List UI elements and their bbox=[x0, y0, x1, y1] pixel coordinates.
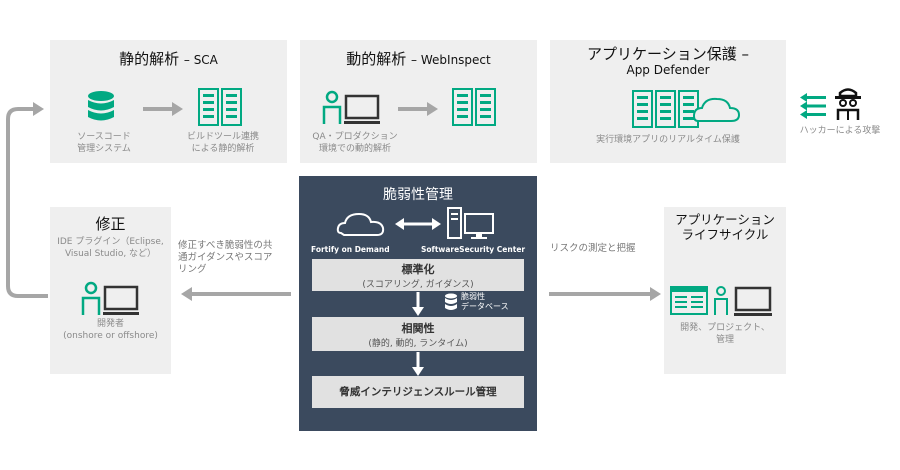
threat-intelligence-title: 脅威インテリジェンスルール管理 bbox=[339, 386, 497, 398]
cloud-icon bbox=[336, 212, 385, 236]
fix-title: 修正 bbox=[95, 215, 126, 233]
guidance-note: 修正すべき脆弱性の共 通ガイダンスやスコア リング bbox=[178, 240, 273, 275]
lifecycle-panel: アプリケーション ライフサイクル 開発、プロジェクト、 管理 bbox=[664, 207, 786, 374]
server-icon bbox=[452, 88, 496, 126]
correlation-box: 相関性 (静的, 動的, ランタイム) bbox=[312, 317, 524, 351]
correlation-subtitle: (静的, 動的, ランタイム) bbox=[368, 339, 468, 349]
database-icon bbox=[445, 293, 457, 310]
server-cloud-icon bbox=[632, 90, 741, 128]
risk-measurement-note: リスクの測定と把握 bbox=[550, 243, 636, 254]
static-analysis-subtitle: – SCA bbox=[183, 53, 218, 67]
build-integration-caption: ビルドツール連携 による静的解析 bbox=[186, 132, 259, 154]
project-board-icon bbox=[670, 286, 772, 316]
arrow-down-icon bbox=[412, 352, 424, 376]
arrow-left-to-fix bbox=[181, 287, 291, 301]
vulnerability-management-title: 脆弱性管理 bbox=[383, 187, 453, 203]
correlation-title: 相関性 bbox=[401, 322, 435, 335]
app-protection-panel: アプリケーション保護 – App Defender 実行環境アプリのリアルタイム… bbox=[550, 40, 786, 163]
fix-panel: 修正 IDE プラグイン（Eclipse, Visual Studio, など）… bbox=[50, 207, 171, 374]
workstation-icon bbox=[447, 207, 494, 239]
threat-intelligence-box: 脅威インテリジェンスルール管理 bbox=[312, 376, 524, 408]
source-control-caption: ソースコード 管理システム bbox=[77, 132, 131, 154]
standardization-box: 標準化 (スコアリング, ガイダンス) bbox=[312, 259, 524, 291]
dynamic-analysis-panel: 動的解析 – WebInspect QA・プロダクション 環境での動的解析 bbox=[300, 40, 537, 163]
hacker-attack-caption: ハッカーによる攻撃 bbox=[799, 126, 881, 136]
fortify-on-demand-label: Fortify on Demand bbox=[311, 245, 390, 254]
app-protection-subtitle: App Defender bbox=[626, 63, 710, 77]
standardization-title: 標準化 bbox=[401, 263, 435, 276]
static-analysis-title: 静的解析 bbox=[119, 50, 180, 68]
app-protection-title: アプリケーション保護 – bbox=[587, 45, 749, 63]
developer-icon bbox=[81, 281, 139, 315]
lifecycle-title: アプリケーション ライフサイクル bbox=[675, 212, 775, 242]
standardization-subtitle: (スコアリング, ガイダンス) bbox=[362, 280, 474, 290]
static-analysis-panel: 静的解析 – SCA ソースコード 管理システム ビルドツール連携 による静的解… bbox=[50, 40, 287, 163]
hacker-icon bbox=[835, 88, 861, 120]
attack-arrows-icon bbox=[800, 93, 826, 119]
user-at-computer-icon bbox=[322, 90, 380, 124]
developer-caption: 開発者 (onshore or offshore) bbox=[63, 319, 158, 341]
dynamic-analysis-caption: QA・プロダクション 環境での動的解析 bbox=[312, 132, 398, 154]
dynamic-analysis-subtitle: – WebInspect bbox=[411, 53, 491, 67]
vulnerability-database-caption: 脆弱性 データベース bbox=[461, 292, 509, 311]
lifecycle-caption: 開発、プロジェクト、 管理 bbox=[680, 323, 770, 345]
arrow-right-to-lifecycle bbox=[549, 287, 661, 301]
arrow-right-icon bbox=[143, 102, 183, 116]
dynamic-analysis-title: 動的解析 bbox=[346, 50, 407, 68]
arrow-down-icon bbox=[412, 292, 424, 316]
app-protection-caption: 実行環境アプリのリアルタイム保護 bbox=[596, 135, 740, 145]
double-arrow-icon bbox=[395, 218, 441, 230]
server-icon bbox=[198, 88, 242, 126]
software-security-center-label: SoftwareSecurity Center bbox=[421, 245, 526, 254]
database-icon bbox=[88, 91, 114, 121]
vulnerability-management-panel: 脆弱性管理 Fortify on Demand SoftwareSecurity… bbox=[299, 176, 537, 431]
ide-plugin-caption: IDE プラグイン（Eclipse, Visual Studio, など） bbox=[57, 237, 164, 259]
arrow-right-icon bbox=[398, 102, 438, 116]
